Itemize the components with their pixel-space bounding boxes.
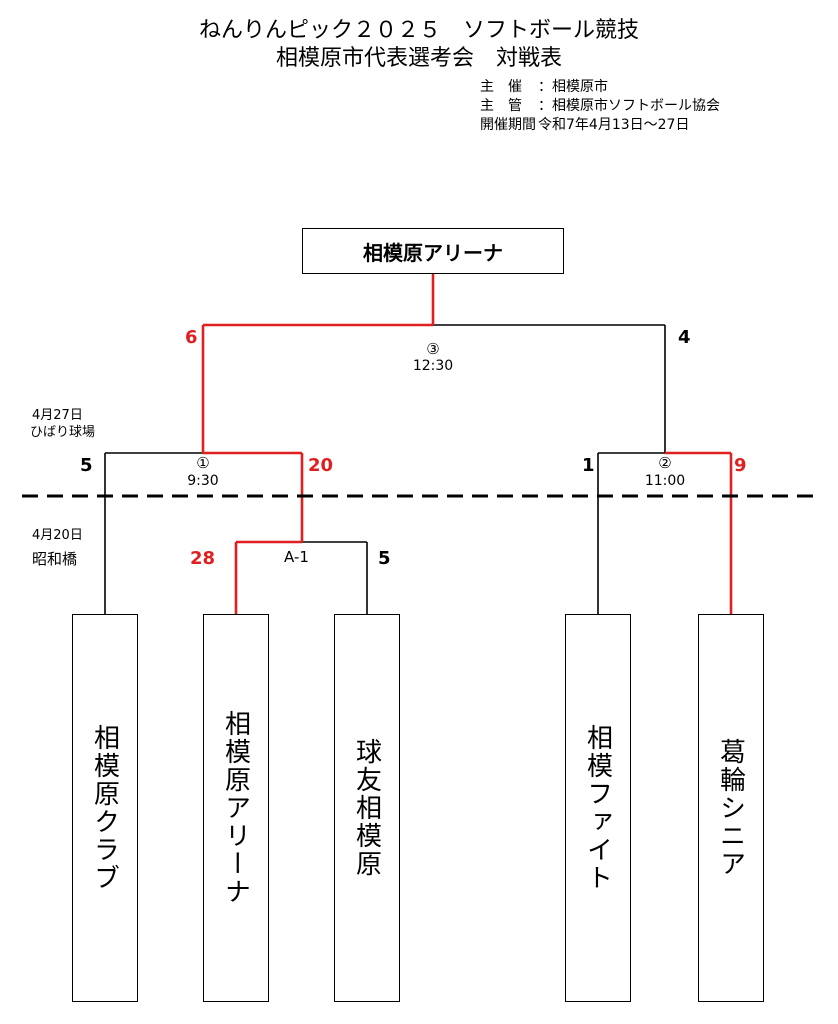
game2-number: ②: [658, 454, 672, 472]
period-row: 開催期間令和7年4月13日～27日: [480, 116, 689, 134]
bracket-red-lines: [201, 274, 733, 614]
a1-score-right: 5: [378, 548, 391, 569]
a1-score-left: 28: [190, 548, 216, 569]
manager-label: 主 管: [480, 98, 522, 114]
game1-score-right: 20: [308, 455, 334, 476]
team-name: 球友相模原: [351, 738, 382, 878]
manager-value: ：相模原市ソフトボール協会: [538, 98, 720, 114]
game2-time: 11:00: [644, 473, 686, 489]
team-box-2: 相模原アリーナ: [203, 614, 269, 1002]
team-name: 相模原アリーナ: [220, 710, 251, 906]
page-subtitle: 相模原市代表選考会 対戦表: [275, 46, 562, 71]
organizer-value: ：相模原市: [538, 79, 608, 95]
champion-box: 相模原アリーナ: [302, 228, 564, 274]
game2-score-left: 1: [582, 455, 595, 476]
final-game-time: 12:30: [412, 358, 454, 374]
team-box-4: 相模ファイト: [565, 614, 631, 1002]
period-value: 令和7年4月13日～27日: [538, 117, 690, 133]
manager-row: 主 管 ：相模原市ソフトボール協会: [480, 97, 720, 115]
semifinal-venue: ひばり球場: [30, 425, 96, 440]
champion-name: 相模原アリーナ: [363, 240, 503, 265]
final-score-left: 6: [185, 327, 198, 348]
organizer-row: 主 催 ：相模原市: [480, 78, 608, 96]
period-label: 開催期間: [480, 117, 536, 133]
team-box-5: 葛輪シニア: [698, 614, 764, 1002]
team-name: 相模ファイト: [582, 724, 613, 892]
team-name: 相模原クラブ: [89, 724, 120, 892]
organizer-label: 主 催: [480, 79, 522, 95]
page-title: ねんりんピック２０２５ ソフトボール競技: [198, 18, 639, 43]
game2-score-right: 9: [734, 455, 747, 476]
game1-time: 9:30: [187, 473, 219, 489]
game1-number: ①: [196, 454, 210, 472]
team-box-1: 相模原クラブ: [72, 614, 138, 1002]
bracket-black-lines: [104, 324, 666, 614]
team-name: 葛輪シニア: [715, 738, 746, 878]
first-round-date: 4月20日: [32, 528, 83, 543]
final-game-number: ③: [426, 340, 440, 358]
semifinal-date: 4月27日: [32, 408, 83, 423]
game1-score-left: 5: [80, 455, 93, 476]
a1-label: A-1: [284, 548, 309, 566]
final-score-right: 4: [678, 327, 691, 348]
first-round-venue: 昭和橋: [32, 550, 78, 568]
team-box-3: 球友相模原: [334, 614, 400, 1002]
